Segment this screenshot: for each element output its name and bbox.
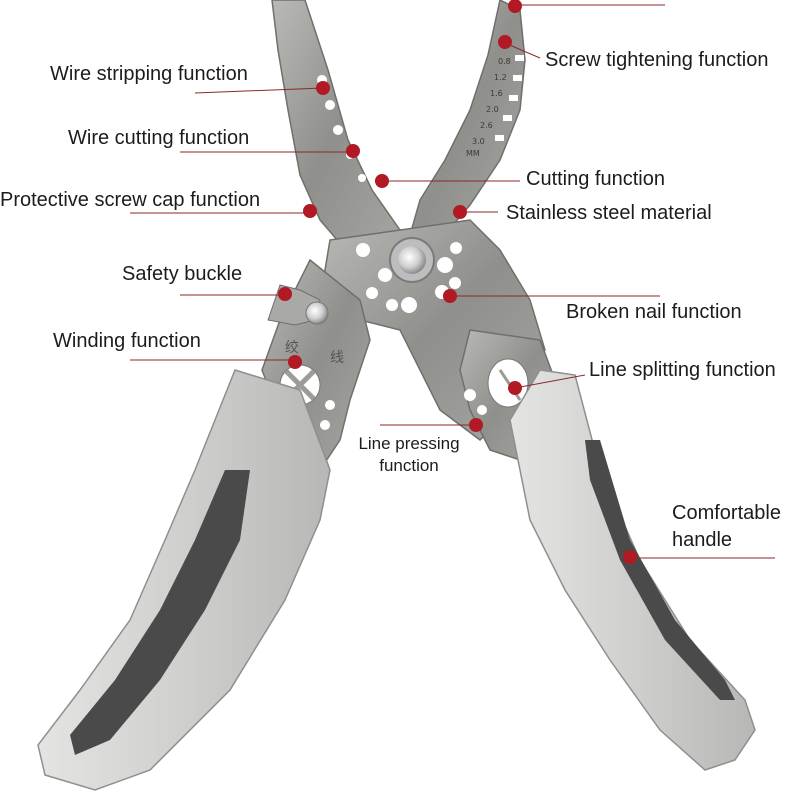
marker-wire-cutting [346,144,360,158]
marker-protective-screw-cap [303,204,317,218]
gauge-mark: MM [466,149,480,158]
label-wire-stripping: Wire stripping function [50,63,248,85]
gauge-mark: 3.0 [472,137,485,146]
gauge-mark: 2.6 [480,121,493,130]
marker-broken-nail [443,289,457,303]
marker-screw-tightening [498,35,512,49]
marker-line-splitting [508,381,522,395]
gauge-mark: 2.0 [486,105,499,114]
label-stainless-steel: Stainless steel material [506,202,712,224]
marker-winding [288,355,302,369]
label-protective-screw-cap: Protective screw cap function [0,189,261,211]
marker-cutting [375,174,389,188]
gauge-markings: 0.8 1.2 1.6 2.0 2.6 3.0 MM [466,57,511,158]
blade-char-1: 绞 [285,339,299,356]
marker-safety-buckle [278,287,292,301]
gauge-mark: 0.8 [498,57,511,66]
callout-markers [278,0,637,564]
splitting-hole [487,358,529,408]
label-safety-buckle: Safety buckle [122,263,243,285]
gauge-mark: 1.2 [494,73,507,82]
label-screw-tightening: Screw tightening function [545,49,769,71]
blade-char-2: 线 [330,350,344,366]
marker-line-pressing [469,418,483,432]
pivot-holes [356,242,462,313]
label-comfortable-handle: Comfortable handle [672,502,781,551]
label-winding: Winding function [53,330,201,352]
marker-stainless-steel [453,205,467,219]
label-line-splitting: Line splitting function [589,359,776,381]
pressing-notches [320,389,487,430]
marker-top [508,0,522,13]
marker-wire-stripping [316,81,330,95]
label-cutting: Cutting function [526,168,665,190]
right-handle-grip [585,440,735,700]
label-line-pressing: Line pressing function [358,434,460,475]
label-wire-cutting: Wire cutting function [68,127,250,149]
right-jaw-teeth [495,55,524,141]
label-broken-nail: Broken nail function [566,301,742,323]
marker-comfortable-handle [623,550,637,564]
gauge-mark: 1.6 [490,89,503,98]
left-handle-grip [70,470,250,755]
